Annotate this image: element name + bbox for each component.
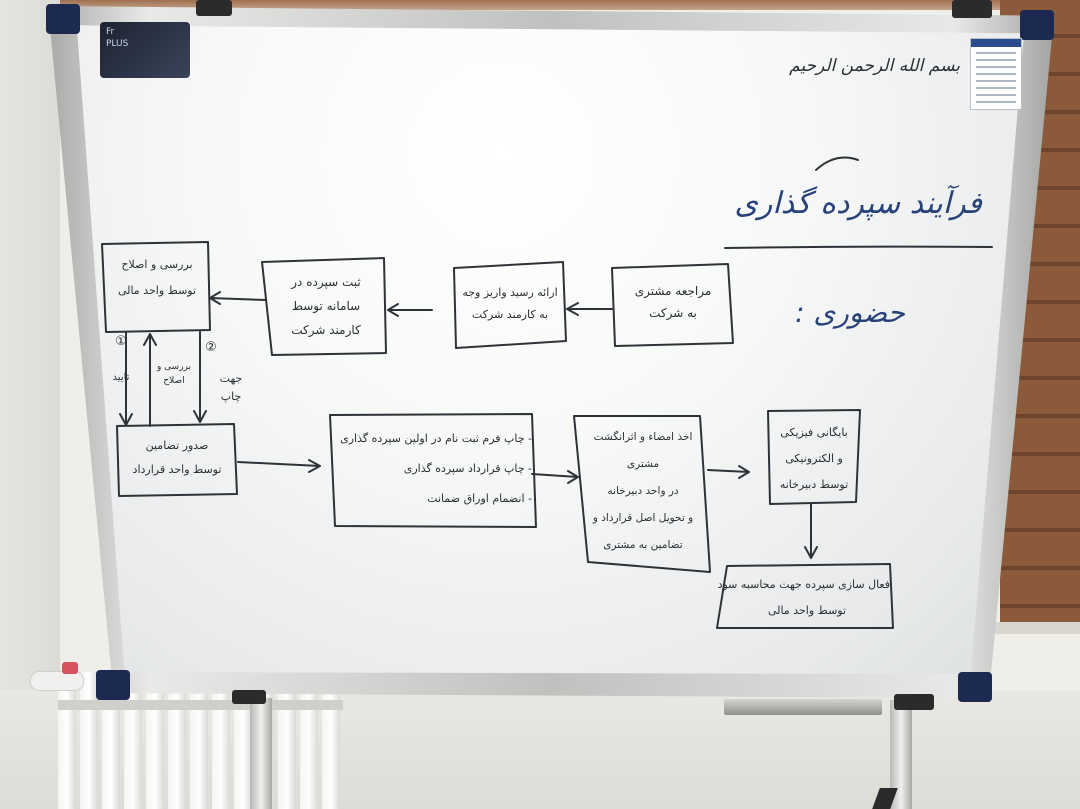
step7-line: تضامین به مشتری: [603, 539, 683, 551]
step9-text: فعال سازی سپرده جهت محاسبه سود توسط واحد…: [717, 572, 890, 624]
step7-text: اخذ امضاء و اثرانگشت مشتری در واحد دبیرخ…: [582, 424, 704, 559]
step6-line: - چاپ فرم ثبت نام در اولین سپرده گذاری: [340, 432, 532, 445]
step1-line: مراجعه مشتری: [634, 284, 712, 298]
step1-text: مراجعه مشتری به شرکت: [618, 280, 728, 324]
board-clip-bottom-left: [232, 690, 266, 704]
step7-line: اخذ امضاء و اثرانگشت: [593, 431, 693, 443]
step8-line: توسط دبیرخانه: [779, 478, 849, 491]
wall-sill: [995, 622, 1080, 634]
step3-line: سامانه توسط: [291, 299, 361, 313]
basmala-text: بسم الله الرحمن الرحیم: [789, 56, 960, 76]
step2-line: ارائه رسید واریز وجه: [462, 286, 558, 299]
info-sticker: [970, 38, 1022, 110]
print-label: جهت چاپ: [219, 372, 243, 403]
step8-line: بایگانی فیزیکی: [780, 426, 848, 439]
board-clip-bottom-right: [894, 694, 934, 710]
stand-leg-left: [250, 698, 272, 809]
step3-line: ثبت سپرده در: [291, 275, 361, 289]
ceiling-wood-trim: [0, 0, 1080, 10]
step4-line: توسط واحد مالی: [117, 284, 197, 297]
brand-sticker-line: PLUS: [106, 39, 129, 49]
brand-sticker-line: Fr: [106, 27, 115, 37]
print-number: ②: [205, 340, 217, 355]
step2-line: به کارمند شرکت: [471, 308, 549, 321]
confirm-label: تایید: [112, 372, 130, 383]
step4-line: بررسی و اصلاح: [121, 258, 193, 271]
step1-line: به شرکت: [649, 306, 697, 320]
review-fix-label: بررسی و اصلاح: [156, 362, 192, 386]
step6-line: - انضمام اوراق ضمانت: [427, 492, 532, 505]
brand-sticker: Fr PLUS: [100, 22, 190, 78]
step7-line: و تحویل اصل قرارداد و: [592, 512, 694, 524]
stand-leg-right: [890, 700, 912, 809]
step8-text: بایگانی فیزیکی و الکترونیکی توسط دبیرخان…: [770, 420, 858, 498]
step2-text: ارائه رسید واریز وجه به کارمند شرکت: [458, 282, 562, 326]
marker-pen: [30, 671, 84, 691]
frame-corner-top-right: [1020, 10, 1054, 40]
step9-line: توسط واحد مالی: [767, 604, 847, 617]
marker-cap: [62, 662, 78, 674]
frame-corner-top-left: [46, 4, 80, 34]
step5-line: صدور تضامین: [145, 439, 209, 452]
step3-text: ثبت سپرده در سامانه توسط کارمند شرکت: [268, 270, 384, 342]
board-clip-top-right: [952, 0, 992, 18]
board-clip-top-left: [196, 0, 232, 16]
step7-line: مشتری: [626, 458, 660, 470]
step8-line: و الکترونیکی: [785, 452, 843, 465]
step7-line: در واحد دبیرخانه: [607, 485, 679, 497]
step9-line: فعال سازی سپرده جهت محاسبه سود: [717, 578, 890, 591]
confirm-number: ①: [115, 334, 127, 349]
step4-text: بررسی و اصلاح توسط واحد مالی: [105, 252, 209, 304]
step5-line: توسط واحد قرارداد: [132, 463, 222, 476]
process-subtitle: حضوری :: [795, 296, 905, 329]
marker-tray: [724, 699, 882, 715]
step6-text: - چاپ فرم ثبت نام در اولین سپرده گذاری -…: [334, 424, 532, 514]
frame-corner-bottom-left: [96, 670, 130, 700]
process-title: فرآیند سپرده گذاری: [734, 186, 982, 221]
step3-line: کارمند شرکت: [291, 323, 361, 337]
step6-line: - چاپ قرارداد سپرده گذاری: [403, 462, 532, 475]
step5-text: صدور تضامین توسط واحد قرارداد: [119, 434, 235, 482]
frame-corner-bottom-right: [958, 672, 992, 702]
